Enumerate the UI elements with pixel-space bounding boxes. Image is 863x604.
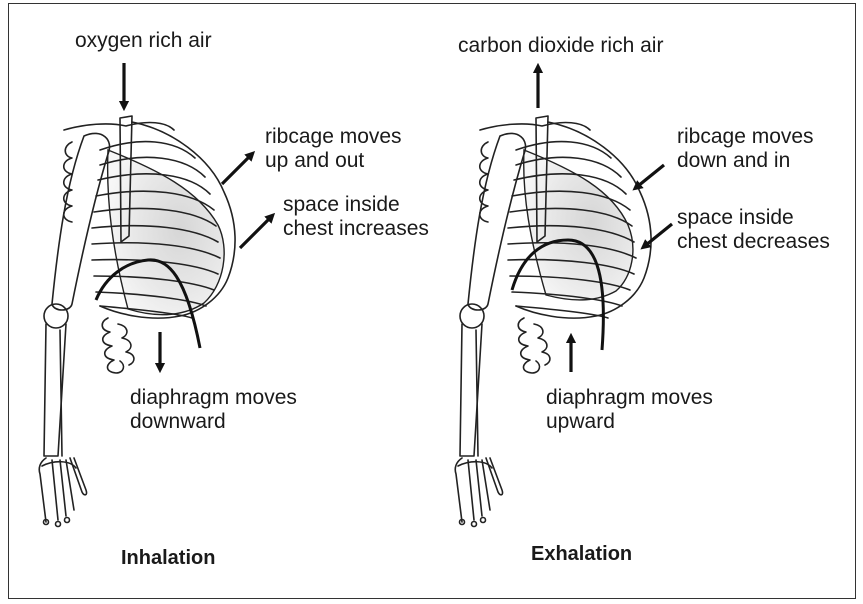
exhalation-diaphragm-line1: diaphragm moves [546,385,713,410]
exhalation-title: Exhalation [531,543,632,566]
inhalation-space-line2: chest increases [283,216,429,241]
inhalation-air-label: oxygen rich air [75,28,212,53]
inhalation-space-line1: space inside [283,192,400,217]
exhalation-air-label: carbon dioxide rich air [458,33,663,58]
exhalation-ribcage-line1: ribcage moves [677,124,814,149]
inhalation-diaphragm-line2: downward [130,409,226,434]
exhalation-ribcage-arrow [638,165,664,186]
inhalation-ribcage-arrow [222,156,250,184]
inhalation-ribcage-line1: ribcage moves [265,124,402,149]
exhalation-diaphragm-line2: upward [546,409,615,434]
inhalation-title: Inhalation [121,547,215,570]
exhalation-space-line1: space inside [677,205,794,230]
exhalation-ribcage-line2: down and in [677,148,790,173]
exhalation-figure [455,116,651,527]
inhalation-space-arrow [240,218,270,248]
inhalation-ribcage-line2: up and out [265,148,364,173]
inhalation-figure [39,63,270,527]
exhalation-space-line2: chest decreases [677,229,830,254]
inhalation-diaphragm-line1: diaphragm moves [130,385,297,410]
